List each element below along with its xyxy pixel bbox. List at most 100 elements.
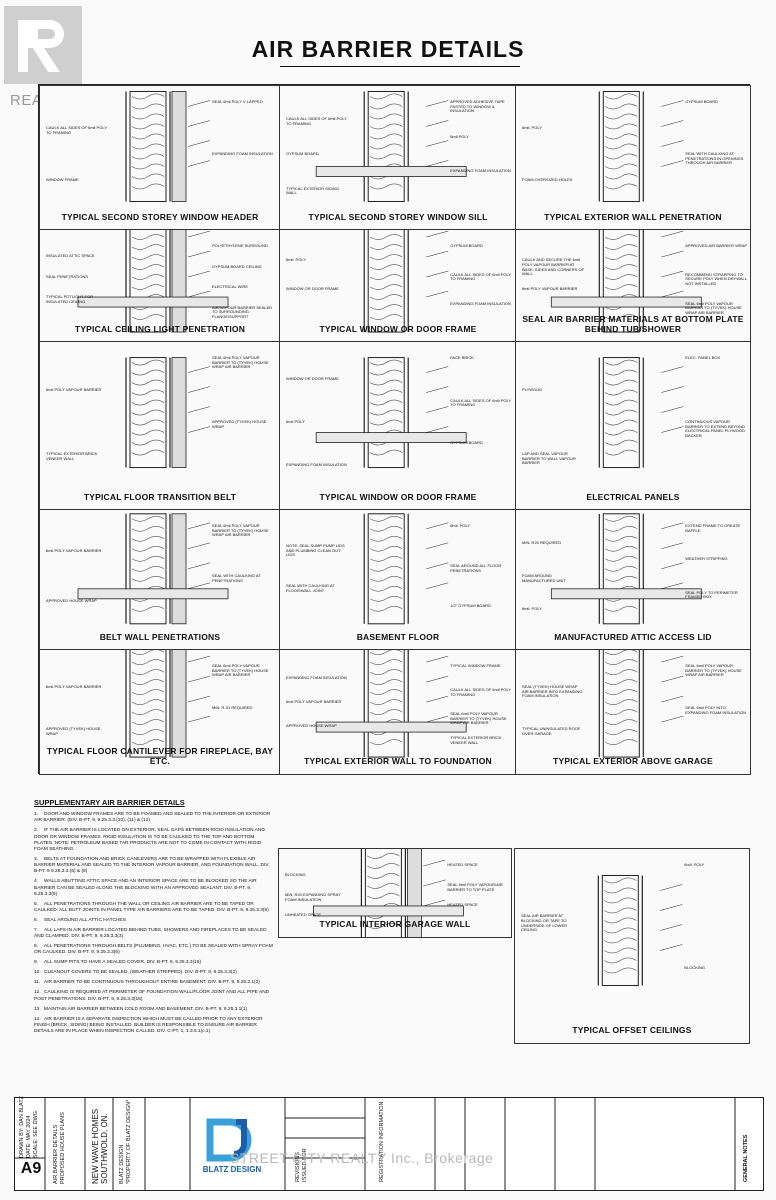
detail-label: TYPICAL WINDOW FRAME	[450, 663, 501, 668]
note-text: ALL PENETRATIONS THROUGH BELTS (PLUMBING…	[34, 944, 273, 956]
detail-drawing	[363, 230, 449, 333]
note-item: 8.ALL PENETRATIONS THROUGH BELTS (PLUMBI…	[34, 944, 274, 956]
note-number: 12.	[34, 990, 41, 996]
detail-label: APPROVED (TYVEK) HOUSE WRAP	[212, 419, 267, 429]
note-number: 1.	[34, 812, 39, 818]
detail-drawing	[363, 513, 449, 625]
detail-label: RECOMMEND STRAPPING TO SECURE POLY WHEN …	[685, 271, 747, 286]
revisions-block: REVISIONS ISSUED FOR	[295, 1102, 309, 1182]
title-block-frame	[15, 1098, 736, 1190]
detail-label: WINDOW OR DOOR FRAME	[286, 286, 339, 292]
note-number: 11.	[34, 980, 41, 986]
detail-title: TYPICAL EXTERIOR WALL PENETRATION	[544, 212, 722, 222]
note-number: 7.	[34, 928, 39, 934]
note-item: 9.ALL SUMP PITS TO HAVE A SEALED COVER. …	[34, 960, 274, 966]
note-text: AIR BARRIER TO BE CONTINUOUS THROUGHOUT …	[44, 980, 260, 986]
detail-label: 6mil. POLY	[684, 862, 705, 867]
detail-label: HEATED SPACE	[447, 902, 478, 907]
drawn-by: DRAWN BY: DAN BLATZ	[19, 1095, 25, 1158]
detail-label: MIN. R-31 REQUIRED	[212, 705, 253, 710]
detail-label: 6mil. POLY	[286, 257, 306, 263]
detail-drawing	[550, 513, 702, 625]
detail-label: BLOCKING	[285, 872, 306, 877]
general-notes-block: GENERAL NOTES	[743, 1102, 750, 1182]
detail-label: GYPSUM BOARD	[450, 440, 483, 446]
detail-title: SEAL AIR BARRIER MATERIALS AT BOTTOM PLA…	[522, 314, 744, 334]
detail-label: BLOCKING	[684, 964, 705, 970]
note-item: 3.BELTS AT FOUNDATION AND BRICK CANILEVE…	[34, 857, 274, 876]
note-text: SEAL AROUND ALL ATTIC HATCHES	[44, 918, 126, 924]
note-item: 13.MAINTAIN AIR BARRIER BETWEEN COLD ROO…	[34, 1007, 274, 1013]
detail-label: LAP AND SEAL VAPOUR BARRIER TO WALL VAPO…	[522, 451, 576, 466]
detail-label: SEAL WITH CAULKING AT PENETRATIONS	[212, 573, 261, 583]
detail-cell: 6mil. POLY SEAL AIR BARRIER AT BLOCKING O…	[514, 848, 750, 1044]
project-name: PROPOSED HOUSE PLANS	[60, 1112, 66, 1184]
detail-label: SEAL AIR BARRIER AT BLOCKING OR TAPE TO …	[521, 913, 568, 933]
drawing-date: DATE: MAY 2024	[26, 1115, 32, 1159]
detail-label: APPROVED ADHESIVE TAPE FASTED TO WINDOW …	[450, 99, 505, 114]
note-text: CLEANOUT COVERS TO BE SEALED, (WEATHER S…	[44, 970, 237, 976]
detail-label: 1/2" GYPSUM BOARD	[450, 603, 491, 608]
detail-title: TYPICAL EXTERIOR WALL TO FOUNDATION	[304, 756, 492, 766]
detail-label: SEAL POLY TO PERIMETER FRAMED BOX	[685, 589, 738, 600]
detail-label: SEAL 6mil POLY VAPOUR BARRIER TO (TYVEK)…	[685, 300, 742, 315]
page-title: AIR BARRIER DETAILS	[251, 36, 525, 62]
detail-drawing	[313, 849, 464, 937]
detail-cell: APPROVED ADHESIVE TAPE FASTED TO WINDOW …	[279, 85, 517, 231]
note-text: WALLS ABUTTING ATTIC SPACE AND AN INTERI…	[34, 879, 257, 897]
detail-label: TYPICAL EXTERIOR BRICK VENEER WALL	[46, 451, 98, 461]
detail-title: BELT WALL PENETRATIONS	[99, 632, 221, 642]
detail-title: TYPICAL INTERIOR GARAGE WALL	[319, 919, 471, 929]
note-number: 4.	[34, 879, 39, 885]
note-text: ALL PENETRATIONS THROUGH THE WALL OR CEI…	[34, 901, 269, 914]
detail-label: CAULK ALL SIDES OF 6mil POLY TO FRAMING	[46, 125, 107, 135]
detail-label: CAULK ALL SIDES OF 6mil POLY TO FRAMING	[286, 116, 347, 126]
note-number: 9.	[34, 960, 39, 966]
note-number: 2.	[34, 828, 39, 834]
sheet-info: DRAWN BY: DAN BLATZ DATE: MAY 2024 SCALE…	[19, 1096, 40, 1159]
detail-label: SEAL WITH CAULKING AT PENETRATIONS IN OP…	[685, 151, 744, 166]
detail-label: 6mil POLY VAPOUR BARRIER	[46, 684, 102, 689]
registration-block: REGISTRATION INFORMATION	[379, 1102, 386, 1182]
detail-drawing	[77, 230, 229, 333]
drawing-title: AIR BARRIER DETAILS	[53, 1124, 59, 1184]
detail-label: FACE BRICK	[450, 355, 474, 360]
brokerage-watermark: STREET CITY REALTY Inc., Brokerage	[230, 1150, 494, 1166]
detail-drawing	[125, 650, 211, 758]
detail-label: INSULATED ATTIC SPACE	[46, 253, 95, 259]
note-number: 5.	[34, 901, 39, 907]
detail-title: ELECTRICAL PANELS	[586, 492, 680, 502]
detail-drawing	[550, 230, 702, 333]
detail-label: WEATHER STRIPPING	[685, 556, 728, 562]
detail-label: SEAL 6mil POLY VAPOUR BARRIER TO (TYVEK)…	[685, 663, 742, 678]
note-item: 12.CAULKING IS REQUIRED AT PERIMETER OF …	[34, 990, 274, 1002]
detail-label: NOTE: SEAL SUMP PUMP LIDS AND PLUMBING C…	[286, 543, 345, 558]
client-name: NEW WAVE HOMES	[91, 1108, 100, 1184]
detail-label: SEAL 6mil POLY VAPOUR BARRIER TO (TYVEK)…	[212, 523, 269, 538]
detail-label: TYPICAL EXTERIOR SIDING WALL	[286, 185, 339, 196]
detail-label: GYPSUM BOARD	[286, 151, 319, 156]
detail-label: APPROVED (TYVEK) HOUSE WRAP	[46, 726, 101, 736]
detail-label: SEAL 6mil POLY VAPOUR BARRIER TO (TYVEK)…	[212, 663, 269, 678]
sheet-number: A9	[20, 1160, 42, 1177]
detail-label: UNHEATED SPACE	[285, 912, 322, 917]
detail-label: EXPANDING FOAM INSULATION	[450, 300, 511, 306]
note-number: 6.	[34, 918, 39, 924]
detail-title: TYPICAL OFFSET CEILINGS	[572, 1025, 692, 1035]
detail-drawing	[315, 650, 467, 758]
note-number: 8.	[34, 944, 39, 950]
detail-label: SEAL 6mil POLY INTO EXPANDING FOAM INSUL…	[685, 705, 747, 715]
realtor-logo: REALTOR®	[4, 6, 94, 109]
detail-label: TYPICAL EXTERIOR BRICK VENEER WALL	[450, 735, 502, 745]
detail-label: FOAM OVERSIZED HOLES	[522, 177, 573, 182]
detail-label: GYPSUM BOARD CEILING	[212, 263, 262, 269]
detail-label: AIR/VAPOUR BARRIER SEALED TO SURROUNDING…	[212, 304, 273, 319]
detail-label: 6mil POLY VAPOUR BARRIER	[46, 387, 102, 392]
detail-label: WINDOW FRAME	[46, 177, 79, 182]
detail-title: TYPICAL FLOOR CANTILEVER FOR FIREPLACE, …	[46, 746, 274, 766]
detail-title: MANUFACTURED ATTIC ACCESS LID	[554, 632, 712, 642]
